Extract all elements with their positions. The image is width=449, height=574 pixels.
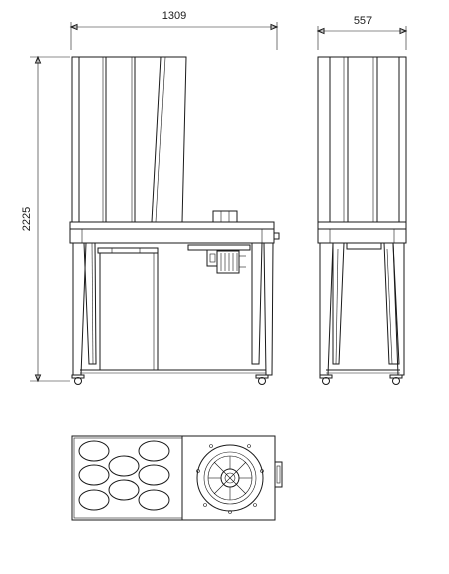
- top-handle: [275, 461, 283, 488]
- fan-blades: [208, 456, 252, 500]
- front-filter-housing: [71, 56, 187, 223]
- dimension-height-label: 2225: [21, 207, 33, 231]
- dimension-width: 1309: [69, 10, 279, 50]
- front-legs: [72, 242, 274, 376]
- front-view: [69, 56, 280, 385]
- filter-cartridge-openings: [78, 440, 170, 511]
- fan-bolts: [196, 444, 264, 514]
- top-view: [71, 435, 283, 521]
- side-top-plate: [317, 221, 407, 250]
- dimension-width-label: 1309: [162, 10, 186, 22]
- dimension-depth-label: 557: [354, 15, 372, 27]
- dimension-depth: 557: [316, 15, 408, 50]
- top-outline: [71, 435, 276, 521]
- motor: [187, 244, 251, 274]
- side-casters: [319, 374, 403, 385]
- side-filter-housing: [317, 56, 407, 223]
- side-legs: [319, 242, 405, 376]
- dimension-height: 2225: [21, 55, 70, 383]
- front-casters: [71, 374, 269, 385]
- front-top-plate: [69, 210, 280, 244]
- side-view: [317, 56, 407, 385]
- fan-housing: [196, 444, 264, 514]
- collection-bin: [97, 247, 159, 371]
